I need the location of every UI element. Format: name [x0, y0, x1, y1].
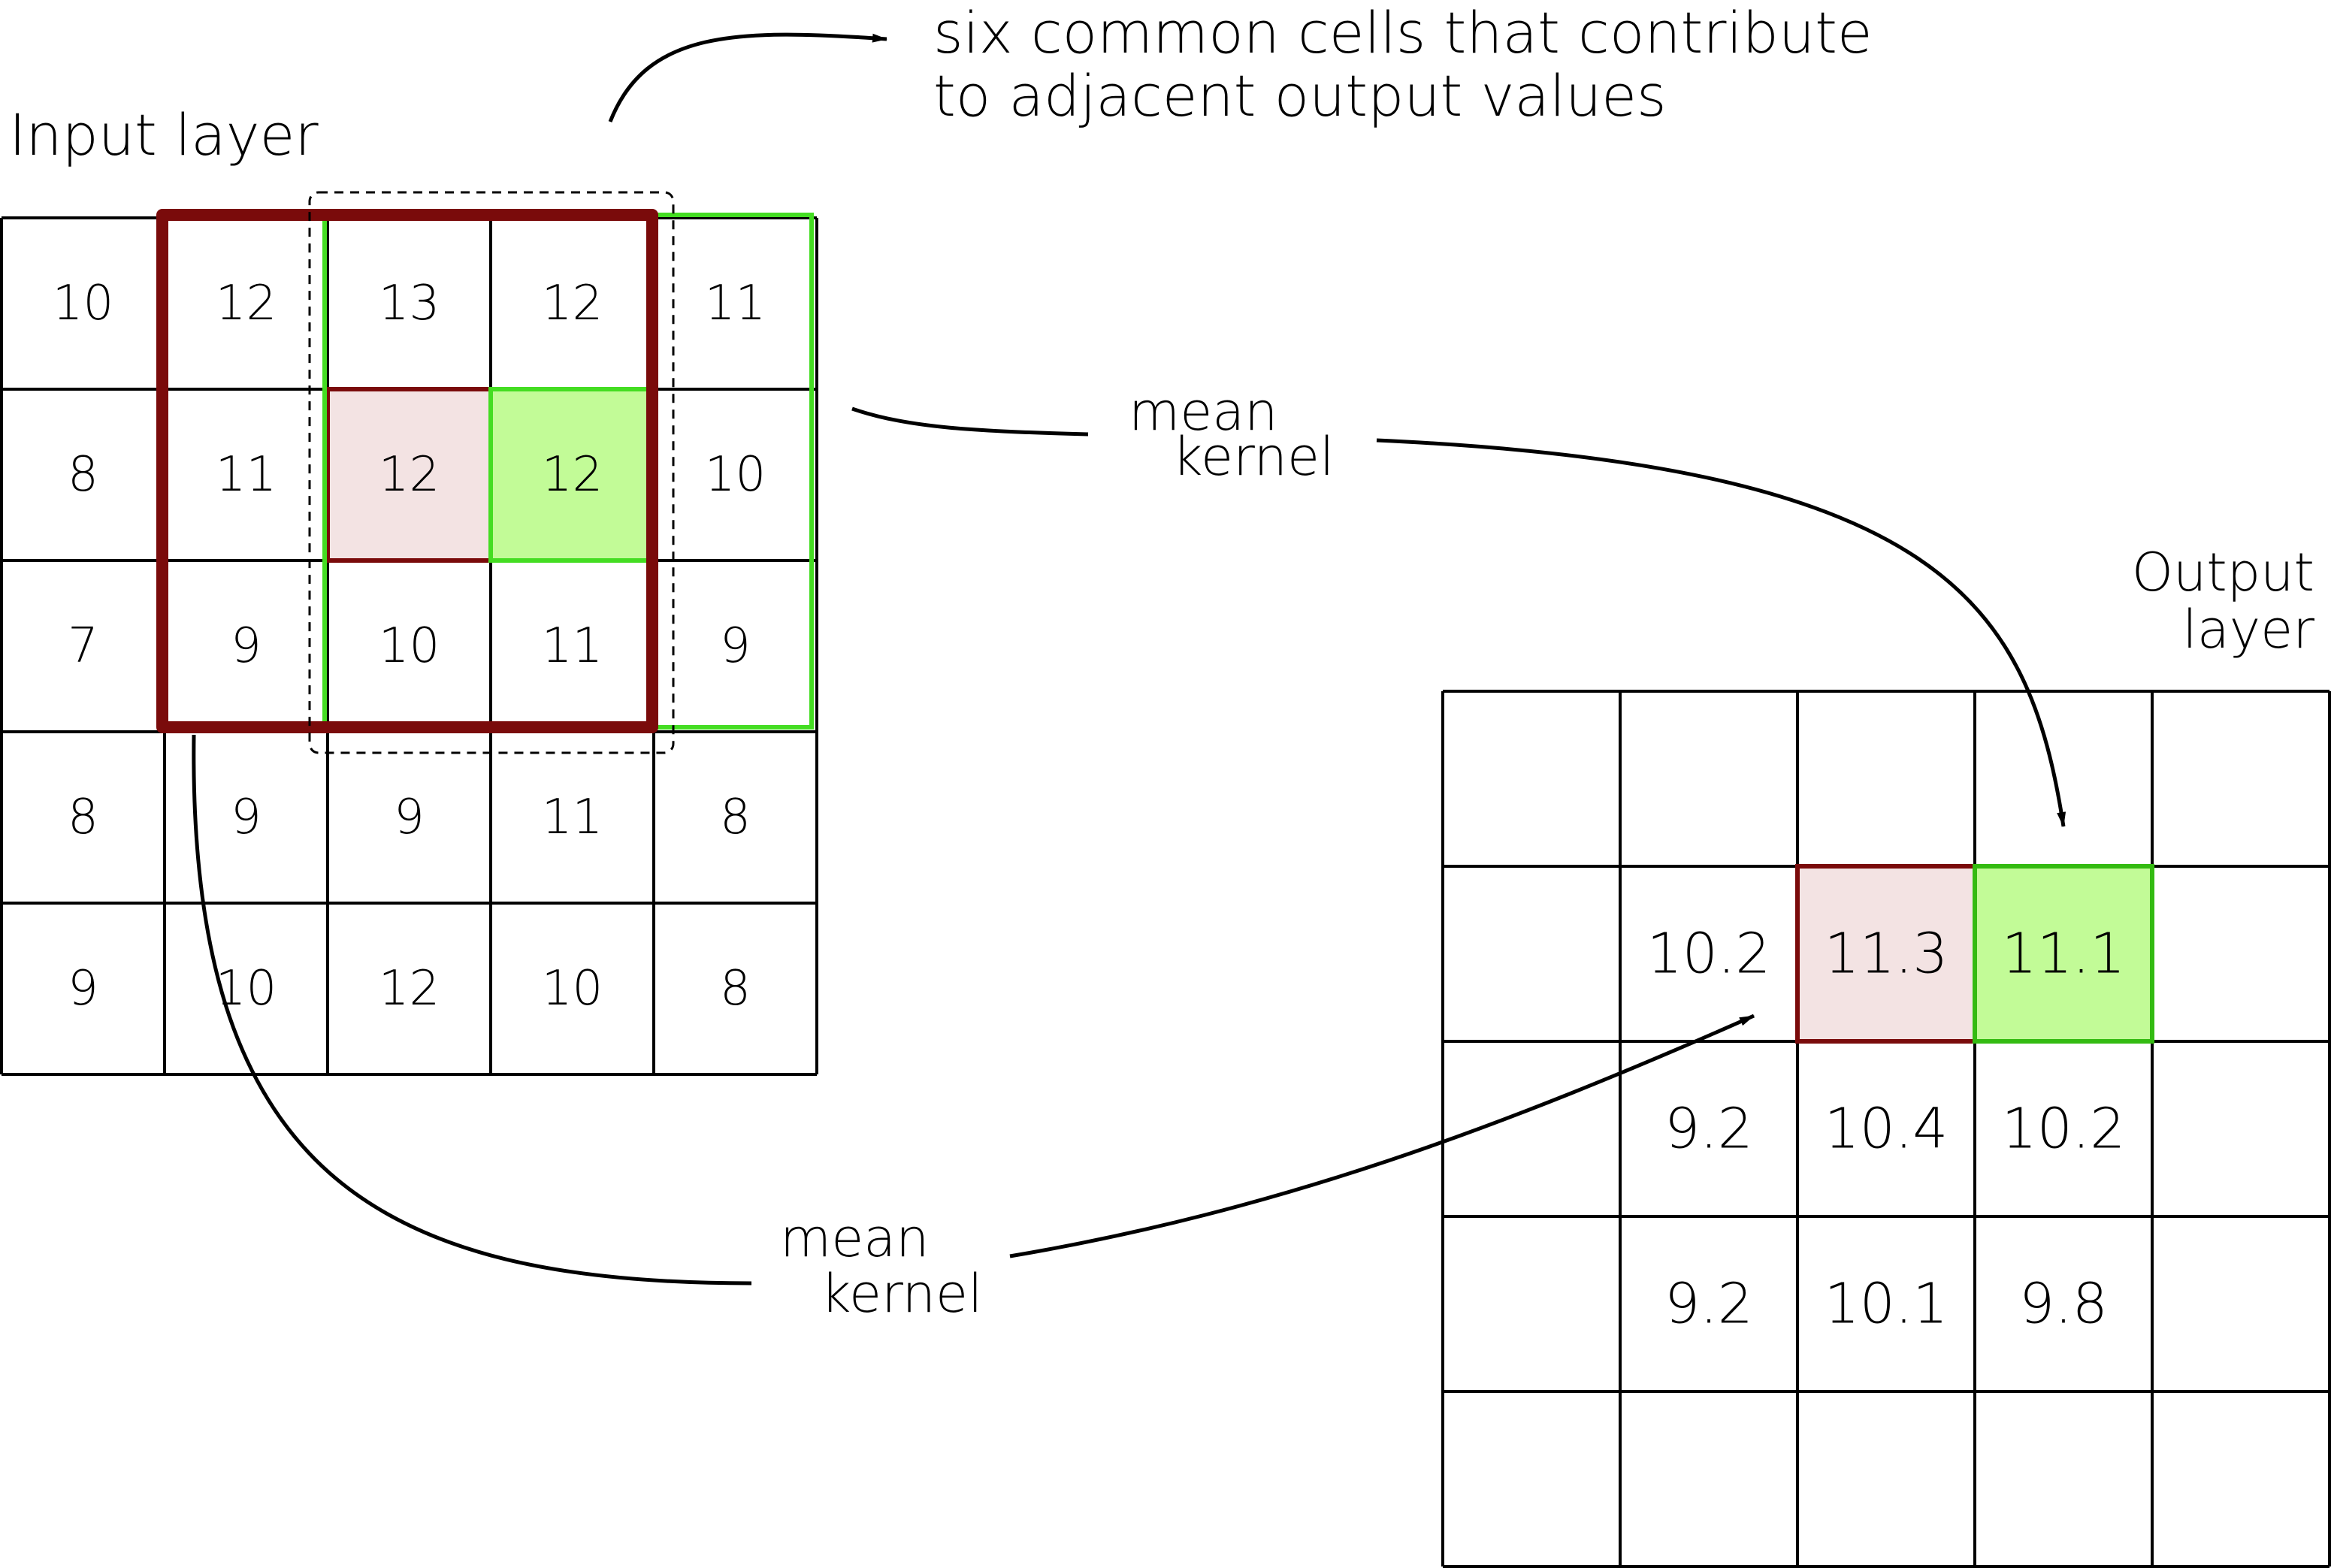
output-cell-value: 10.2: [2002, 1097, 2126, 1162]
input-cell-value: 12: [379, 961, 440, 1017]
mean-kernel-top-label-line-2: kernel: [1172, 426, 1335, 488]
output-layer-label-line-2: layer: [2182, 599, 2314, 660]
input-cell-value: 11: [542, 790, 603, 845]
annotation-line-1: six common cells that contribute: [933, 0, 1873, 66]
output-cell-value: 9.8: [2019, 1272, 2108, 1337]
input-cell-value: 8: [68, 447, 98, 503]
input-cell-value: 10: [379, 618, 440, 674]
output-cell-value: 9.2: [1664, 1097, 1753, 1162]
output-layer-label-line-1: Output: [2132, 542, 2314, 603]
input-highlight-cell-1: [325, 387, 493, 563]
input-cell-value: 8: [720, 961, 751, 1017]
output-cell-value: 11.3: [1825, 922, 1949, 986]
input-cell-value: 9: [231, 790, 262, 845]
output-highlight-border-2: [1973, 864, 2154, 1044]
mean-kernel-bottom-label-line-1: mean: [780, 1207, 930, 1269]
input-cell-value: 12: [216, 276, 277, 331]
input-cell-value: 13: [379, 276, 440, 331]
input-cell-value: 9: [231, 618, 262, 674]
input-cell-value: 10: [705, 447, 766, 503]
input-cell-value: 9: [394, 790, 425, 845]
output-cell-value: 10.4: [1825, 1097, 1949, 1162]
input-cell-value: 10: [542, 961, 603, 1017]
input-cell-value: 10: [53, 276, 113, 331]
top-kernel-arrow: [1376, 438, 2066, 827]
input-cell-value: 9: [720, 618, 751, 674]
input-cell-value: 9: [68, 961, 98, 1017]
mean-kernel-bottom-label-line-2: kernel: [821, 1263, 983, 1325]
annotation-line-2: to adjacent output values: [933, 62, 1667, 129]
bottom-kernel-arrow-start: [192, 734, 752, 1286]
input-cell-value: 11: [216, 447, 277, 503]
output-cell-value: 10.1: [1825, 1272, 1949, 1337]
input-cell-value: 12: [379, 447, 440, 503]
mean-kernel-top-label-line-1: mean: [1129, 381, 1278, 443]
input-layer-label: Input layer: [9, 101, 319, 168]
output-cell-value: 9.2: [1664, 1272, 1753, 1337]
input-cell-value: 8: [720, 790, 751, 845]
input-cell-value: 12: [542, 276, 603, 331]
input-cell-value: 12: [542, 447, 603, 503]
top-kernel-arrow-start: [851, 406, 1089, 437]
red-kernel-window: [156, 209, 658, 733]
input-cell-value: 7: [68, 618, 98, 674]
output-cell-value: 11.1: [2002, 922, 2126, 986]
annotation-arrow: [608, 32, 887, 122]
output-grid: 10.2 11.3 11.1 9.2 10.4 10.2 9.2 10.1 9.8: [1441, 690, 2331, 1568]
common-cells-dashed-box: [308, 191, 675, 754]
input-cell-value: 11: [705, 276, 766, 331]
input-cell-value: 8: [68, 790, 98, 845]
output-cell-value: 10.2: [1647, 922, 1771, 986]
input-cell-value: 11: [542, 618, 603, 674]
bottom-kernel-arrow: [1009, 1014, 1755, 1258]
